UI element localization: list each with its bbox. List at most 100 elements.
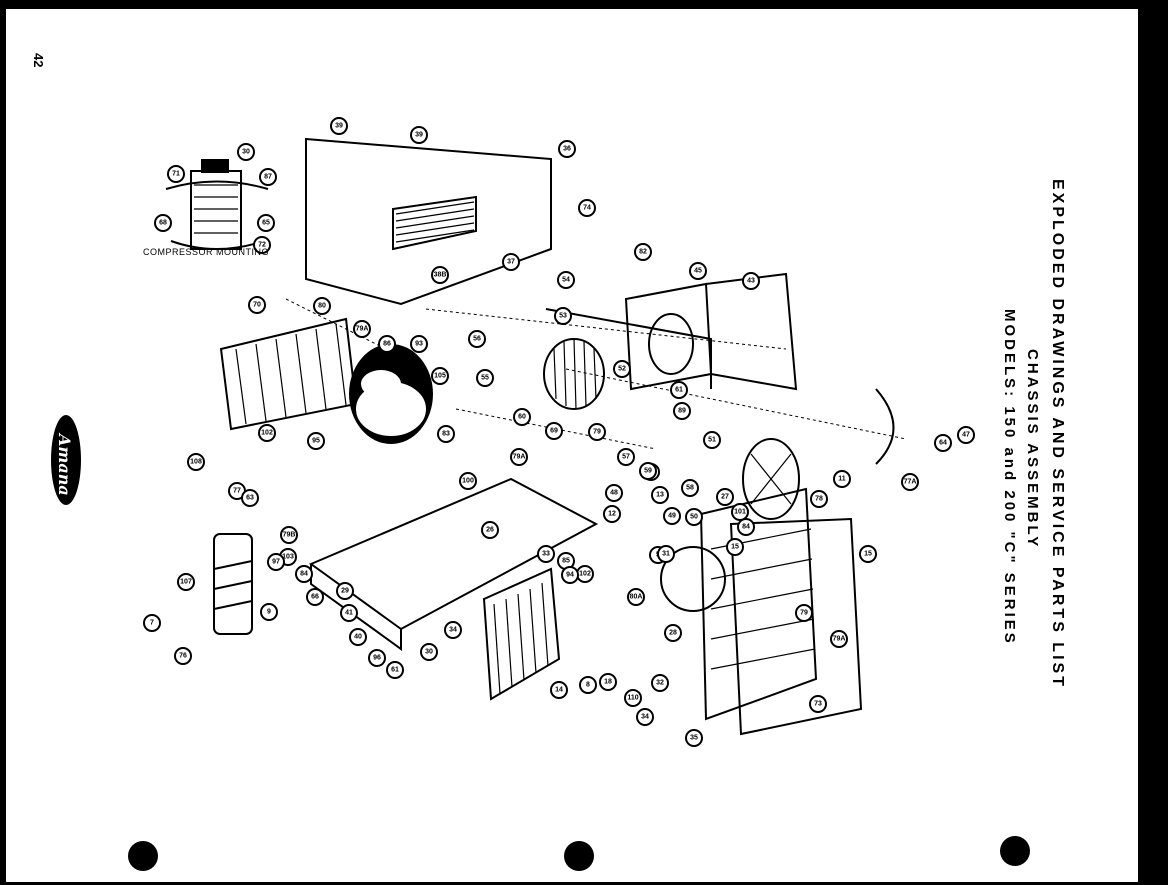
svg-text:103: 103 bbox=[282, 554, 294, 561]
svg-text:57: 57 bbox=[622, 454, 630, 461]
inset-label: COMPRESSOR MOUNTING bbox=[143, 247, 270, 257]
svg-text:58: 58 bbox=[686, 485, 694, 492]
svg-text:77: 77 bbox=[233, 488, 241, 495]
svg-text:68: 68 bbox=[159, 220, 167, 227]
callout-43: 43 bbox=[742, 272, 760, 290]
punch-hole-center bbox=[564, 841, 594, 871]
svg-text:110: 110 bbox=[627, 695, 638, 702]
svg-text:85: 85 bbox=[562, 558, 570, 565]
svg-text:15: 15 bbox=[731, 544, 739, 551]
svg-text:38B: 38B bbox=[434, 272, 447, 279]
punch-hole-left bbox=[128, 841, 158, 871]
callout-38B: 38B bbox=[431, 266, 449, 284]
callout-13: 13 bbox=[651, 486, 669, 504]
callout-79A: 79A bbox=[510, 448, 528, 466]
svg-text:43: 43 bbox=[747, 278, 755, 285]
svg-text:100: 100 bbox=[462, 478, 474, 485]
callout-79A: 79A bbox=[830, 630, 848, 648]
callout-100: 100 bbox=[459, 472, 477, 490]
svg-text:84: 84 bbox=[742, 524, 750, 531]
svg-text:83: 83 bbox=[442, 431, 450, 438]
callout-15: 15 bbox=[726, 538, 744, 556]
svg-text:39: 39 bbox=[335, 123, 343, 130]
callout-79A: 79A bbox=[353, 320, 371, 338]
callout-68: 68 bbox=[154, 214, 172, 232]
callout-50: 50 bbox=[685, 508, 703, 526]
top-grille-hatch bbox=[395, 201, 475, 243]
svg-text:14: 14 bbox=[555, 687, 563, 694]
svg-text:32: 32 bbox=[656, 680, 664, 687]
svg-text:80: 80 bbox=[318, 303, 326, 310]
svg-text:18: 18 bbox=[604, 679, 612, 686]
svg-text:31: 31 bbox=[662, 551, 670, 558]
callout-61: 61 bbox=[670, 381, 688, 399]
callout-85: 85 bbox=[557, 552, 575, 570]
svg-text:37: 37 bbox=[507, 259, 515, 266]
callout-31: 31 bbox=[657, 545, 675, 563]
callout-94: 94 bbox=[561, 566, 579, 584]
callout-74: 74 bbox=[578, 199, 596, 217]
callout-12: 12 bbox=[603, 505, 621, 523]
svg-text:30: 30 bbox=[242, 149, 250, 156]
svg-text:15: 15 bbox=[864, 551, 872, 558]
callout-80: 80 bbox=[313, 297, 331, 315]
svg-text:26: 26 bbox=[486, 527, 494, 534]
svg-text:40: 40 bbox=[354, 634, 362, 641]
svg-text:79A: 79A bbox=[356, 326, 369, 333]
callout-79: 79 bbox=[795, 604, 813, 622]
callout-7: 7 bbox=[143, 614, 161, 632]
svg-text:82: 82 bbox=[639, 249, 647, 256]
svg-text:64: 64 bbox=[939, 440, 947, 447]
callout-30: 30 bbox=[420, 643, 438, 661]
callout-51: 51 bbox=[703, 431, 721, 449]
svg-text:79A: 79A bbox=[513, 454, 526, 461]
callout-82: 82 bbox=[634, 243, 652, 261]
svg-text:8: 8 bbox=[586, 682, 590, 689]
svg-text:52: 52 bbox=[618, 366, 626, 373]
svg-text:79B: 79B bbox=[283, 532, 296, 539]
svg-text:54: 54 bbox=[562, 277, 570, 284]
svg-text:51: 51 bbox=[708, 437, 716, 444]
callout-59: 59 bbox=[639, 462, 657, 480]
callout-9: 9 bbox=[260, 603, 278, 621]
svg-text:60: 60 bbox=[518, 414, 526, 421]
callout-89: 89 bbox=[673, 402, 691, 420]
callout-72: 72 bbox=[253, 236, 271, 254]
svg-text:78: 78 bbox=[815, 496, 823, 503]
callout-14: 14 bbox=[550, 681, 568, 699]
callout-93: 93 bbox=[410, 335, 428, 353]
svg-text:59: 59 bbox=[644, 468, 652, 475]
callout-64: 64 bbox=[934, 434, 952, 452]
callout-96: 96 bbox=[368, 649, 386, 667]
svg-text:73: 73 bbox=[814, 701, 822, 708]
callout-27: 27 bbox=[716, 488, 734, 506]
callout-33: 33 bbox=[537, 545, 555, 563]
callout-79B: 79B bbox=[280, 526, 298, 544]
callout-34: 34 bbox=[636, 708, 654, 726]
callout-60: 60 bbox=[513, 408, 531, 426]
callout-29: 29 bbox=[336, 582, 354, 600]
svg-text:56: 56 bbox=[473, 336, 481, 343]
svg-text:34: 34 bbox=[641, 714, 649, 721]
svg-text:12: 12 bbox=[608, 511, 616, 518]
svg-text:29: 29 bbox=[341, 588, 349, 595]
compressor bbox=[349, 344, 433, 444]
callout-34: 34 bbox=[444, 621, 462, 639]
callout-102: 102 bbox=[258, 424, 276, 442]
svg-text:61: 61 bbox=[675, 387, 683, 394]
svg-text:47: 47 bbox=[962, 432, 970, 439]
svg-text:107: 107 bbox=[180, 579, 192, 586]
callout-28: 28 bbox=[664, 624, 682, 642]
svg-text:80A: 80A bbox=[630, 594, 643, 601]
svg-text:79: 79 bbox=[800, 610, 808, 617]
svg-text:102: 102 bbox=[261, 430, 273, 437]
svg-text:79: 79 bbox=[593, 429, 601, 436]
svg-text:53: 53 bbox=[559, 313, 567, 320]
svg-text:105: 105 bbox=[434, 373, 446, 380]
callout-70: 70 bbox=[248, 296, 266, 314]
callout-53: 53 bbox=[554, 307, 572, 325]
callout-39: 39 bbox=[330, 117, 348, 135]
svg-text:76: 76 bbox=[179, 653, 187, 660]
callout-30: 30 bbox=[237, 143, 255, 161]
